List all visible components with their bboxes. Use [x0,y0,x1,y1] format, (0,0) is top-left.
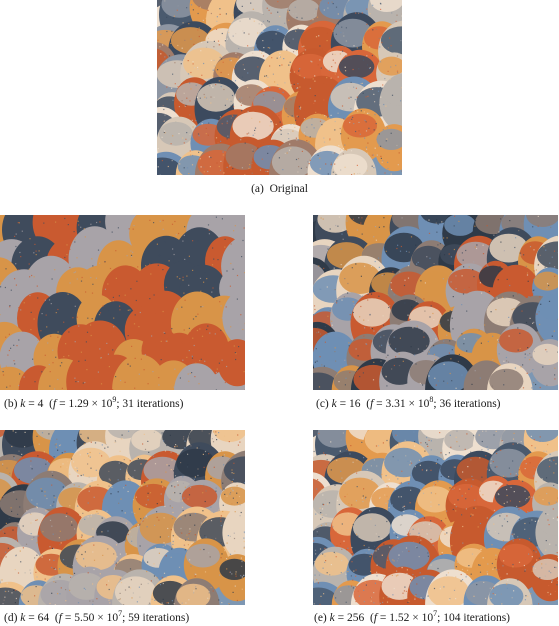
equals-symbol: = [337,612,345,624]
caption-c-label: (c) [316,398,329,410]
paren-close: ) [179,398,184,410]
equals-symbol: = [376,398,383,410]
semicolon: ; [437,612,441,624]
balloon [530,554,558,602]
times-symbol: × [97,612,104,624]
balloon [530,339,558,387]
ten-symbol: 10 [417,398,430,410]
equals-symbol: = [64,612,72,624]
caption-d-exp: 7 [118,609,123,618]
caption-c-mantissa: 3.31 [385,398,406,410]
dither-noise [313,215,558,389]
ten-symbol: 10 [421,612,434,624]
balloon [535,288,558,348]
caption-e: (e) k = 256 (f = 1.52 × 107; 104 iterati… [314,609,559,625]
f-symbol: f [373,612,378,624]
balloon-image-k256 [313,430,558,605]
caption-c-iterations: 36 iterations [439,398,497,410]
dither-noise [157,0,402,175]
paren-close: ) [496,398,501,410]
caption-c-k: 16 [349,398,361,410]
caption-b: (b) k = 4 (f = 1.29 × 109; 31 iterations… [4,395,249,411]
balloon-image-k64 [0,430,245,605]
caption-e-label: (e) [314,612,327,624]
balloon [217,554,245,602]
balloon-image-original [157,0,402,175]
panel-a [157,0,402,175]
balloon [487,363,533,390]
f-symbol: f [58,612,62,624]
k-symbol: k [20,398,26,410]
caption-a-label: (a) [251,183,264,195]
k-symbol: k [329,612,335,624]
balloon [535,503,558,563]
paren-open: ( [54,612,59,624]
semicolon: ; [122,612,126,624]
paren-open: ( [366,398,371,410]
semicolon: ; [433,398,437,410]
equals-symbol: = [28,612,35,624]
paren-open: ( [49,398,53,410]
f-symbol: f [53,398,57,410]
caption-d-mantissa: 5.50 [74,612,95,624]
caption-a-text: Original [269,183,308,195]
paren-open: ( [370,612,374,624]
balloon [374,124,402,172]
balloon [222,288,245,348]
equals-symbol: = [339,398,347,410]
balloon [379,73,402,133]
caption-b-mantissa: 1.29 [68,398,89,410]
balloon-image-k16 [313,215,558,390]
balloon-image-k4 [0,215,245,390]
times-symbol: × [412,612,419,624]
semicolon: ; [116,398,120,410]
dither-noise [313,430,558,605]
caption-d-iterations: 59 iterations [128,612,186,624]
ten-symbol: 10 [106,612,119,624]
caption-e-iterations: 104 iterations [443,612,507,624]
panel-d [0,430,245,605]
balloon [174,363,220,390]
caption-d: (d) k = 64 (f = 5.50 × 107; 59 iteration… [4,609,249,625]
balloon [331,148,377,175]
times-symbol: × [408,398,416,410]
caption-b-exp: 9 [112,395,117,404]
panel-e [313,430,558,605]
caption-c: (c) k = 16 (f = 3.31 × 108; 36 iteration… [316,395,559,411]
balloon [217,339,245,387]
caption-e-k: 256 [347,612,365,624]
equals-symbol: = [379,612,387,624]
paren-close: ) [185,612,190,624]
caption-e-mantissa: 1.52 [389,612,410,624]
caption-e-exp: 7 [433,609,438,618]
ten-symbol: 10 [100,398,113,410]
caption-b-label: (b) [4,398,18,410]
equals-symbol: = [59,398,66,410]
caption-b-iterations: 31 iterations [122,398,180,410]
paren-close: ) [506,612,511,624]
caption-d-k: 64 [37,612,50,624]
times-symbol: × [91,398,98,410]
dither-noise [0,430,245,605]
caption-a: (a) Original [157,182,402,196]
k-symbol: k [331,398,337,410]
caption-c-exp: 8 [429,395,434,404]
f-symbol: f [370,398,374,410]
k-symbol: k [20,612,26,624]
equals-symbol: = [28,398,35,410]
dither-noise [0,216,245,390]
caption-b-k: 4 [37,398,44,410]
panel-c [313,215,558,390]
panel-b [0,215,245,390]
caption-d-label: (d) [4,612,18,624]
